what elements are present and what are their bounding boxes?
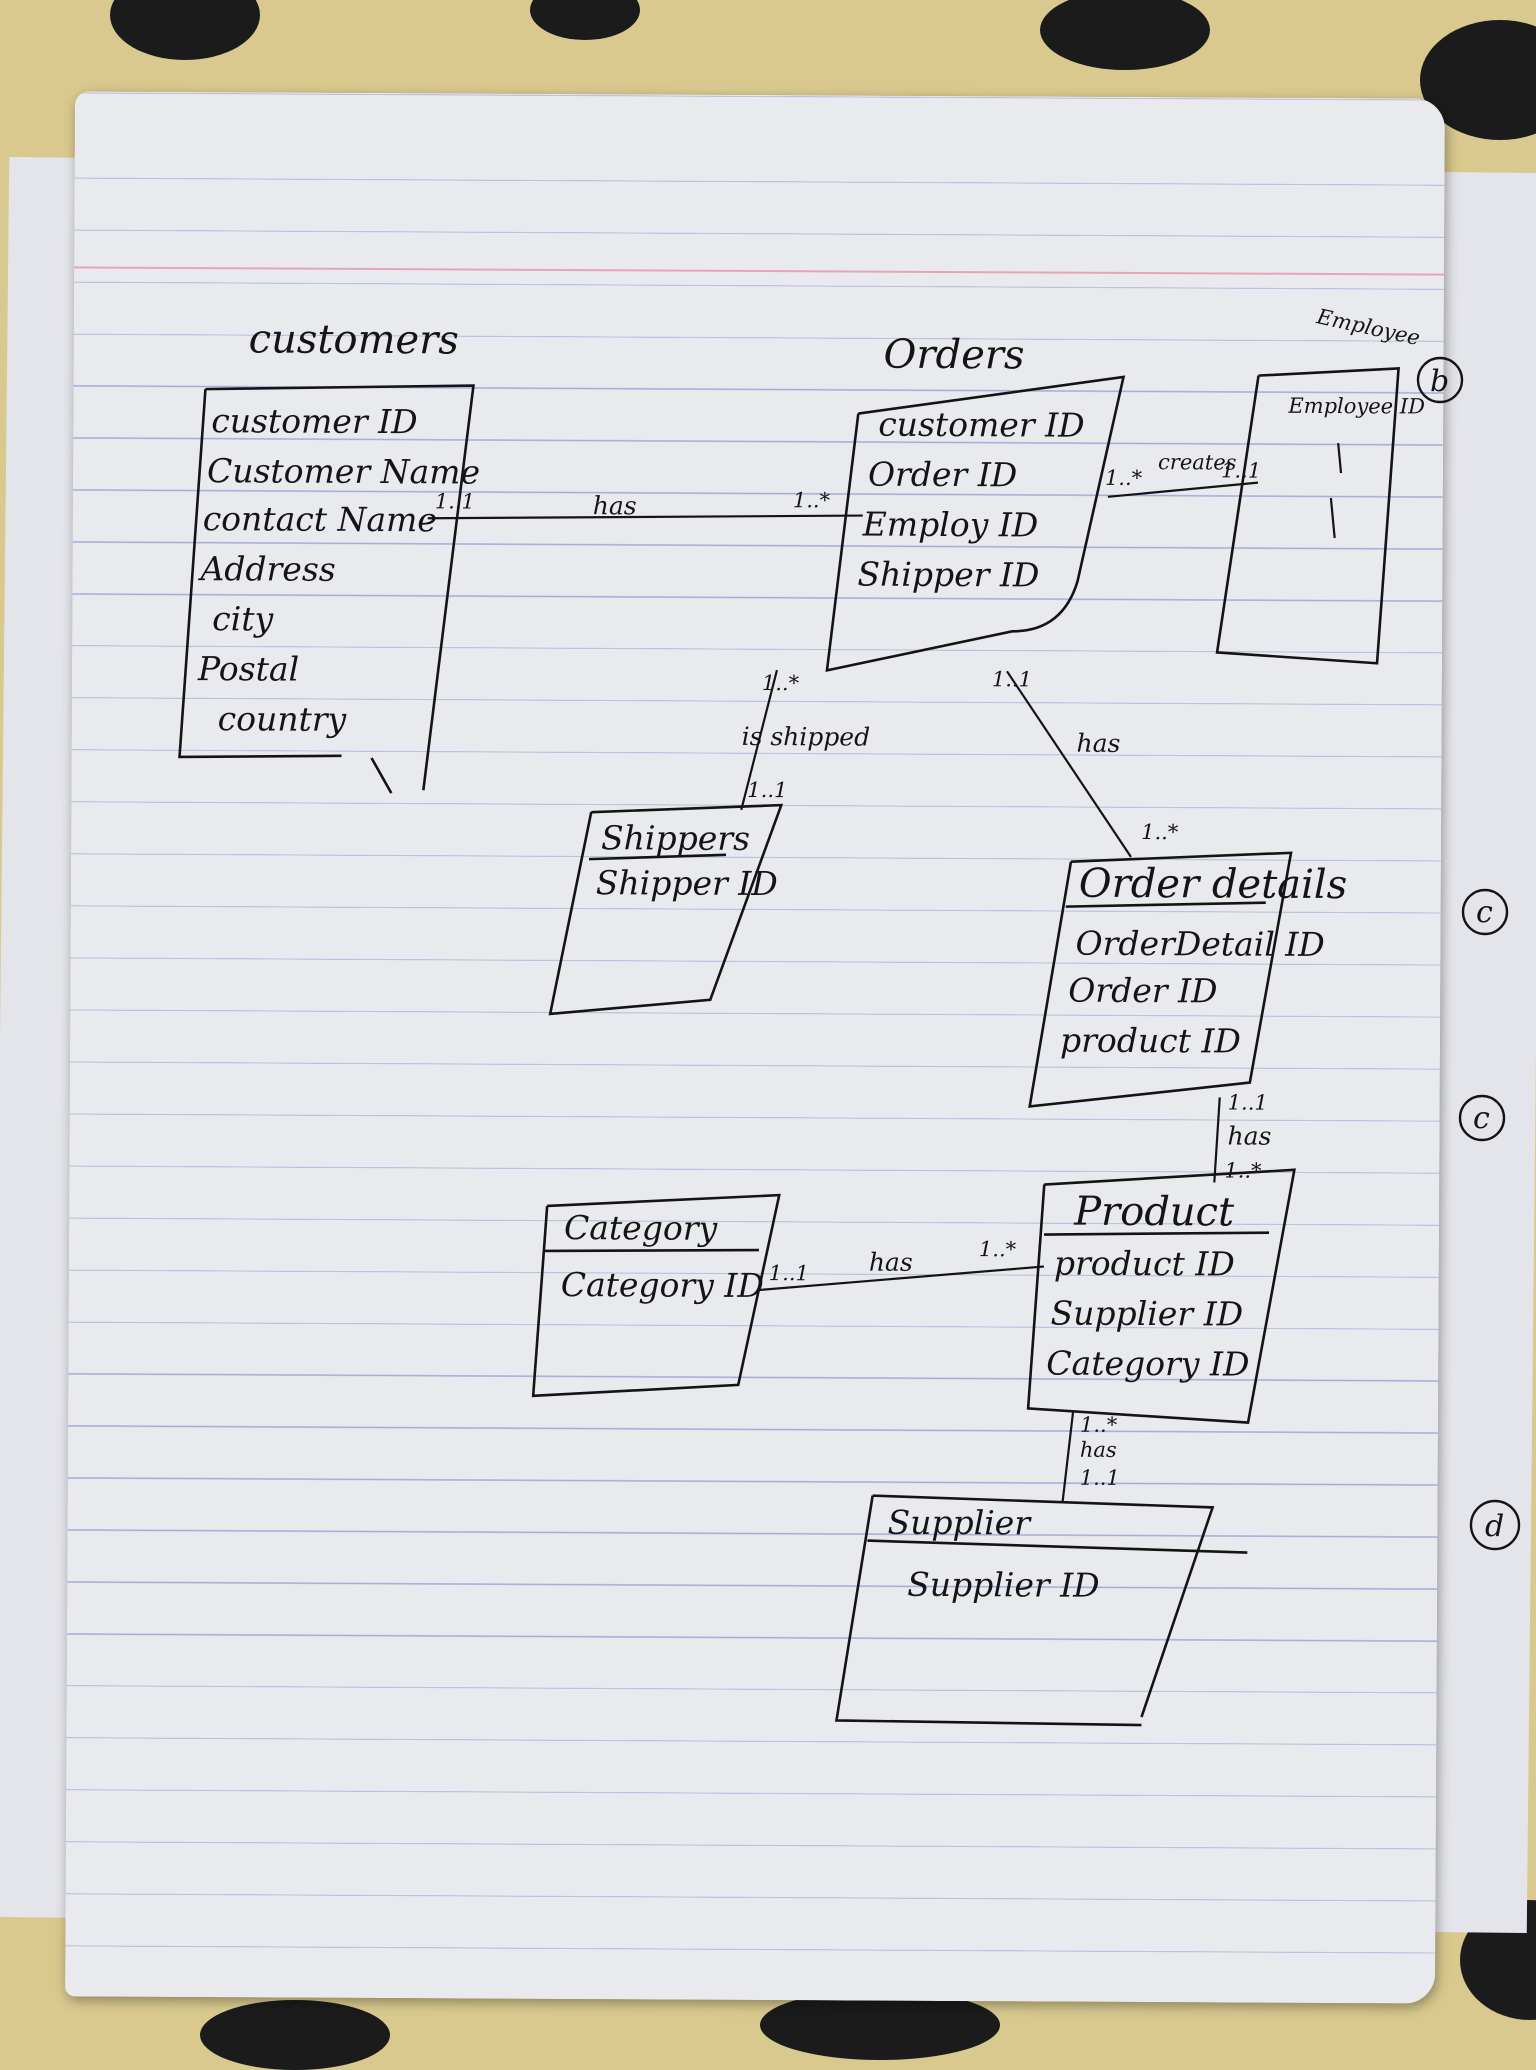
attr-category-id: Category ID: [1046, 1344, 1249, 1384]
attr-category-id-cat: Category ID: [561, 1265, 764, 1305]
entity-orders: Orders customer ID Order ID Employ ID Sh…: [825, 332, 1126, 673]
attr-contact-name: contact Name: [203, 499, 437, 539]
customers-box: [178, 384, 475, 794]
rel-orderdetails-product: 1..1 has 1..*: [1213, 1090, 1271, 1183]
entity-title-orders: Orders: [884, 332, 1025, 379]
attr-postal: Postal: [197, 649, 299, 689]
card-product-supplier-b: 1..1: [1080, 1466, 1120, 1490]
attr-shipper-id: Shipper ID: [596, 863, 778, 903]
entity-title-supplier: Supplier: [887, 1503, 1032, 1543]
entity-title-product: Product: [1073, 1189, 1235, 1236]
attr-employee-id: Employee ID: [1287, 394, 1425, 419]
attr-orders-order-id: Order ID: [868, 455, 1017, 495]
category-divider: [543, 1248, 759, 1253]
label-product-supplier: has: [1080, 1438, 1117, 1462]
entity-supplier: Supplier Supplier ID: [834, 1494, 1248, 1727]
rel-customers-orders: 1..1 has 1..*: [427, 488, 863, 520]
label-od-product: has: [1227, 1121, 1271, 1150]
entity-title-shippers: Shippers: [601, 818, 750, 858]
label-orders-od: has: [1077, 729, 1121, 758]
attr-product-id: product ID: [1054, 1244, 1235, 1284]
rel-category-product: 1..1 has 1..*: [758, 1237, 1044, 1292]
card-orders-shippers-b: 1..1: [747, 778, 787, 802]
card-category-product-a: 1..1: [769, 1261, 809, 1285]
entity-product: Product product ID Supplier ID Category …: [1026, 1168, 1296, 1424]
order-details-box: [1028, 851, 1293, 1108]
rel-orders-orderdetails: 1..1 has 1..*: [992, 667, 1179, 858]
entity-shippers: Shippers Shipper ID: [548, 803, 784, 1016]
label-category-product: has: [869, 1248, 913, 1277]
category-box: [531, 1193, 781, 1398]
attr-customer-name: Customer Name: [207, 451, 480, 491]
er-diagram: customers customer ID Customer Name cont…: [178, 304, 1425, 1727]
attr-orders-customer-id: customer ID: [878, 405, 1085, 445]
employee-box: [1215, 366, 1400, 665]
rel-product-supplier: 1..* has 1..1: [1061, 1411, 1120, 1502]
attr-orders-shipper-id: Shipper ID: [857, 555, 1039, 595]
rel-orders-shippers: 1..* is shipped 1..1: [740, 669, 871, 811]
attr-address: Address: [197, 549, 335, 589]
product-box: [1026, 1168, 1296, 1424]
label-customers-orders: has: [593, 491, 637, 520]
employee-scribble: [1329, 442, 1343, 539]
order-details-divider: [1065, 901, 1266, 908]
label-orders-shippers: is shipped: [742, 722, 871, 752]
entity-title-customers: customers: [249, 316, 459, 363]
attr-supplier-id-sup: Supplier ID: [907, 1565, 1100, 1605]
card-customers-orders-a: 1..1: [435, 489, 475, 513]
card-category-product-b: 1..*: [979, 1237, 1017, 1261]
card-product-supplier-a: 1..*: [1080, 1413, 1118, 1437]
card-orders-employee-b: 1..1: [1221, 458, 1261, 482]
attr-od-order-id: Order ID: [1068, 971, 1217, 1011]
label-orders-employee: creates: [1158, 450, 1237, 474]
attr-orders-employ-id: Employ ID: [862, 505, 1039, 545]
card-orders-od-a: 1..1: [992, 667, 1032, 691]
entity-customers: customers customer ID Customer Name cont…: [178, 316, 480, 794]
card-orders-shippers-a: 1..*: [762, 671, 800, 695]
product-divider: [1044, 1231, 1270, 1236]
entity-title-category: Category: [564, 1208, 718, 1248]
card-orders-employee-a: 1..*: [1105, 466, 1143, 490]
attr-od-product-id: product ID: [1060, 1021, 1241, 1061]
attr-country: country: [218, 699, 347, 739]
supplier-divider: [867, 1539, 1248, 1554]
notebook-page: customers customer ID Customer Name cont…: [65, 91, 1445, 2004]
card-orders-od-b: 1..*: [1141, 820, 1179, 844]
attr-orderdetail-id: OrderDetail ID: [1075, 924, 1324, 964]
card-customers-orders-b: 1..*: [793, 488, 831, 512]
entity-title-employee: Employee: [1314, 304, 1422, 350]
attr-customer-id: customer ID: [211, 401, 418, 441]
shippers-box: [548, 803, 784, 1016]
entity-title-order-details: Order details: [1079, 861, 1348, 908]
attr-city: city: [212, 599, 274, 638]
card-od-product-b: 1..*: [1224, 1158, 1262, 1182]
orders-box: [825, 375, 1126, 673]
attr-supplier-id: Supplier ID: [1051, 1294, 1244, 1334]
entity-order-details: Order details OrderDetail ID Order ID pr…: [1028, 851, 1348, 1108]
shippers-divider: [588, 853, 727, 861]
entity-category: Category Category ID: [531, 1193, 781, 1398]
card-od-product-a: 1..1: [1228, 1090, 1268, 1114]
rel-orders-employee: 1..* creates 1..1: [1105, 450, 1261, 498]
supplier-box: [834, 1494, 1215, 1727]
